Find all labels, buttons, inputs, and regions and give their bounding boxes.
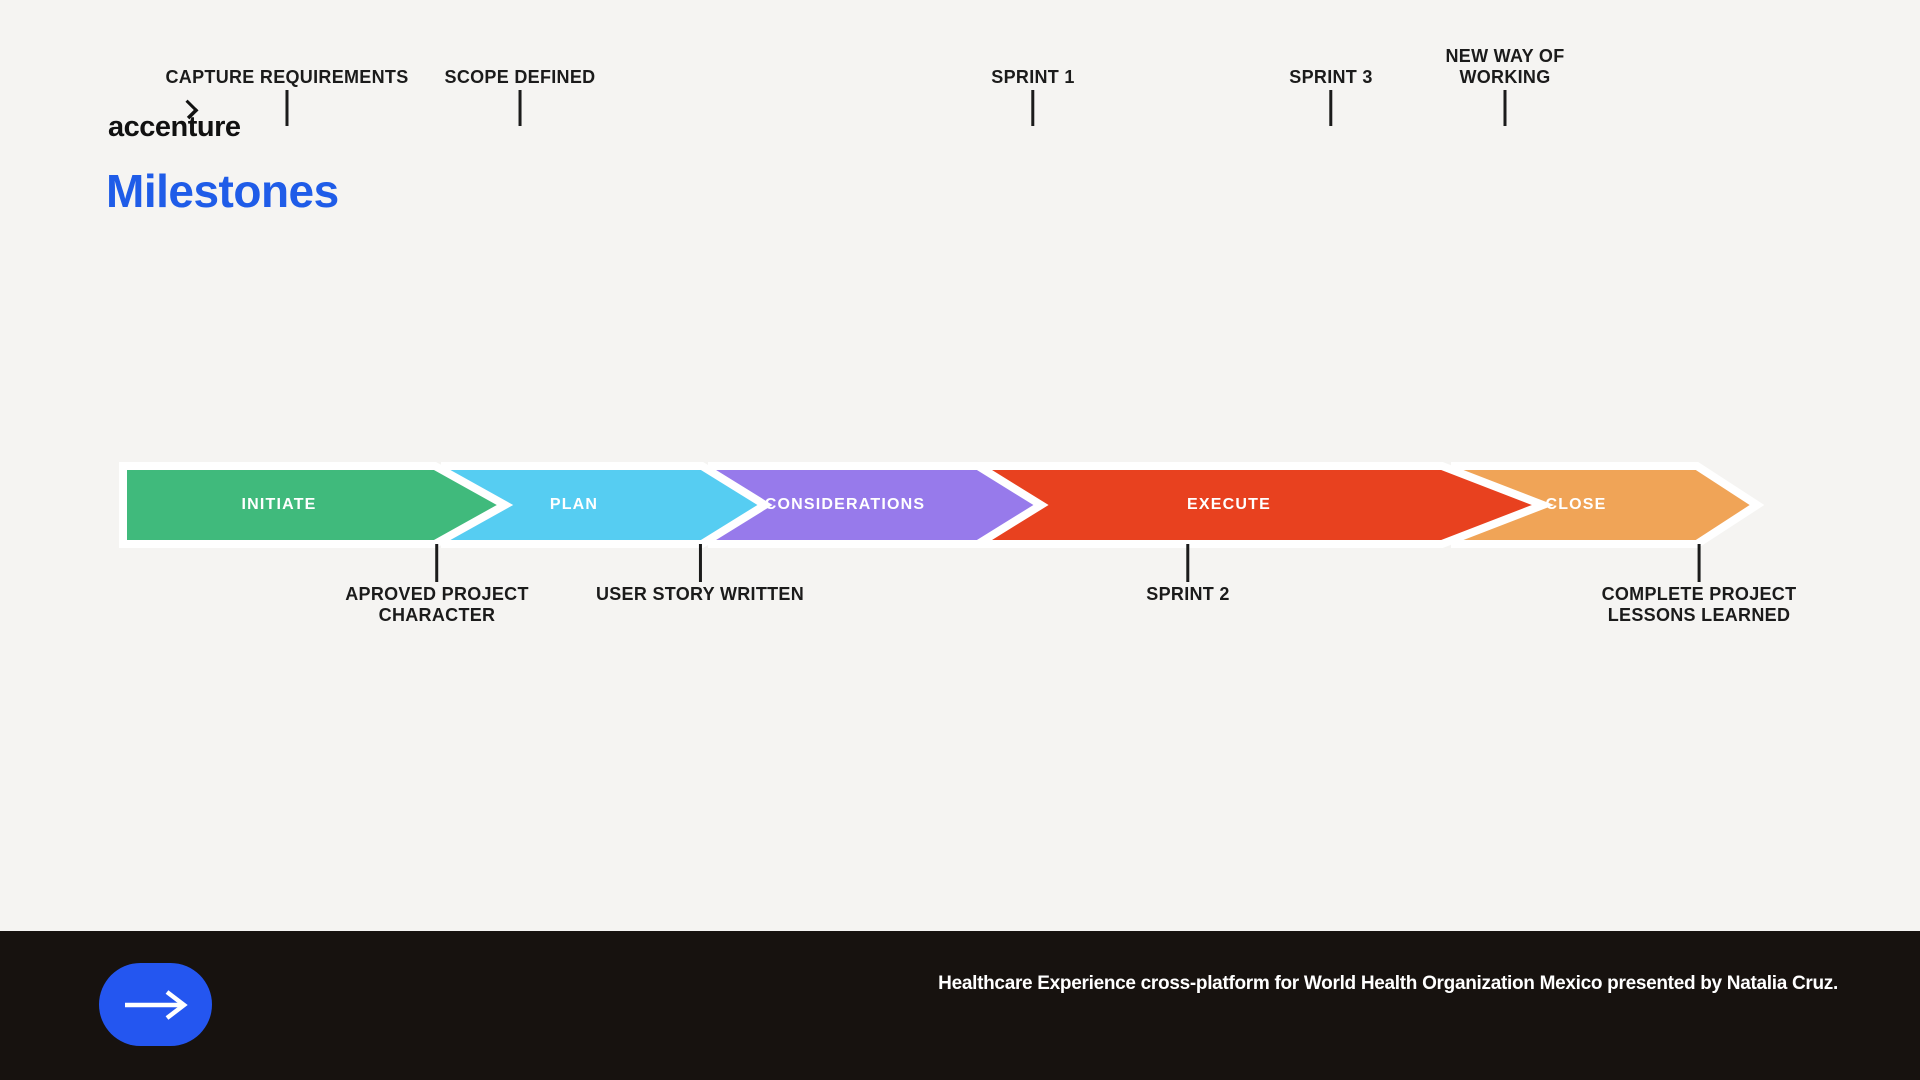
arrow-right-icon [124, 989, 188, 1020]
milestone-tick [1697, 544, 1701, 582]
milestone-sprint-1: SPRINT 1 [991, 67, 1074, 126]
segment-label-considerations: CONSIDERATIONS [764, 496, 926, 513]
footer-bar: Healthcare Experience cross-platform for… [0, 931, 1920, 1080]
milestone-tick [1186, 544, 1190, 582]
next-button[interactable] [99, 963, 212, 1046]
milestone-complete-project-lessons-learned: COMPLETE PROJECT LESSONS LEARNED [1602, 544, 1797, 626]
segment-label-execute: EXECUTE [1187, 496, 1271, 513]
milestone-tick [1031, 90, 1035, 126]
milestone-sprint-2: SPRINT 2 [1146, 544, 1229, 605]
milestone-label: SPRINT 2 [1146, 584, 1230, 604]
milestone-label: COMPLETE PROJECT LESSONS LEARNED [1601, 584, 1797, 625]
milestone-aproved-project-character: APROVED PROJECT CHARACTER [345, 544, 529, 626]
milestone-scope-defined: SCOPE DEFINED [445, 67, 596, 126]
footer-caption: Healthcare Experience cross-platform for… [938, 973, 1838, 994]
milestone-label: CAPTURE REQUIREMENTS [165, 67, 409, 87]
milestone-new-way-of-working: NEW WAY OF WORKING [1445, 46, 1564, 126]
milestone-tick [1503, 90, 1507, 126]
milestone-tick [698, 544, 702, 582]
milestone-label: APROVED PROJECT CHARACTER [345, 584, 529, 625]
segment-label-plan: PLAN [549, 496, 599, 513]
milestone-tick [285, 90, 289, 126]
segment-label-initiate: INITIATE [241, 496, 317, 513]
accenture-logo: accenture [108, 99, 241, 148]
milestone-capture-requirements: CAPTURE REQUIREMENTS [165, 67, 408, 126]
segment-label-close: CLOSE [1545, 496, 1607, 513]
page-title: Milestones [106, 165, 339, 217]
milestone-sprint-3: SPRINT 3 [1289, 67, 1372, 126]
milestone-label: USER STORY WRITTEN [595, 584, 805, 604]
milestones-timeline: INITIATE PLAN CONSIDERATIONS EXECUTE CLO… [119, 46, 1797, 626]
milestone-label: SPRINT 1 [991, 67, 1075, 87]
milestone-label: NEW WAY OF WORKING [1445, 46, 1565, 87]
milestone-user-story-written: USER STORY WRITTEN [596, 544, 804, 605]
milestone-tick [518, 90, 522, 126]
milestone-label: SPRINT 3 [1289, 67, 1373, 87]
milestone-label: SCOPE DEFINED [444, 67, 596, 87]
milestone-tick [1329, 90, 1333, 126]
timeline-arrows [119, 462, 1765, 548]
segment-arrow-initiate [119, 462, 514, 548]
logo-text: accenture [108, 111, 241, 143]
milestone-tick [435, 544, 439, 582]
